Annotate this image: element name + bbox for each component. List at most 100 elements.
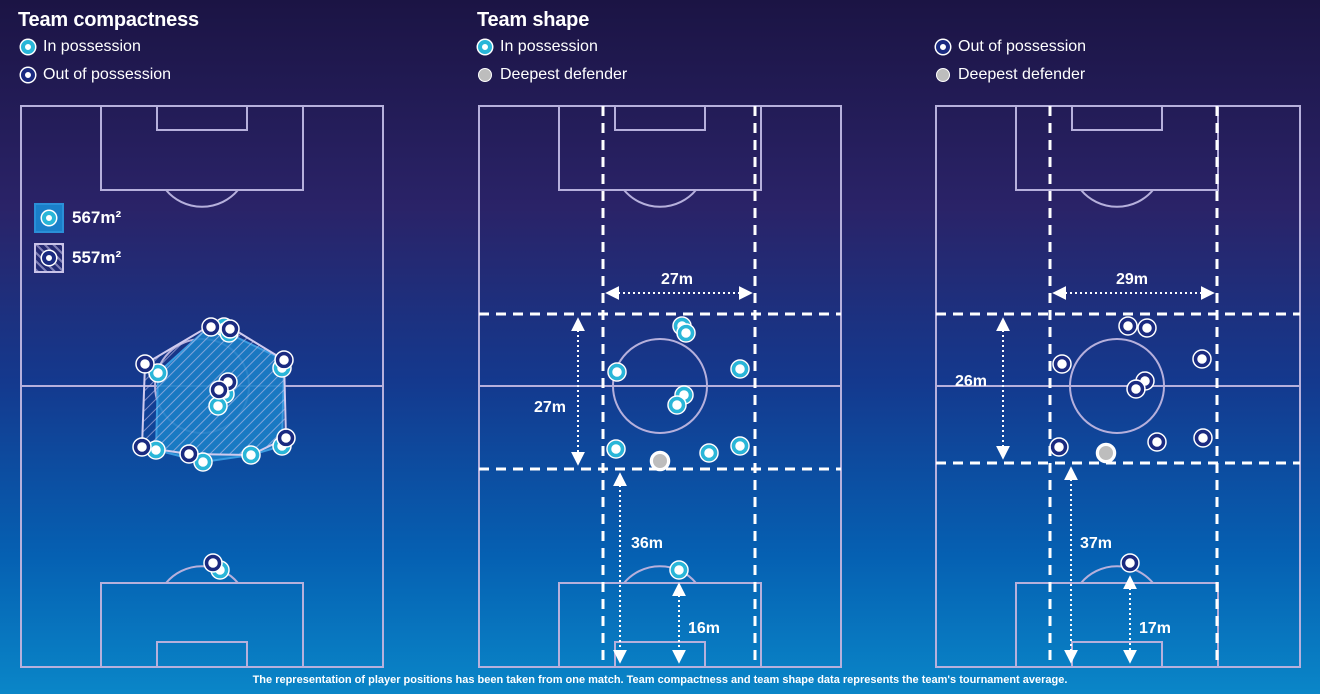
player-marker-outline xyxy=(209,380,229,400)
player-in-possession-marker xyxy=(194,453,212,471)
player-in-possession-marker xyxy=(670,561,688,579)
player-in-possession-marker xyxy=(677,324,695,342)
area-out-of-possession-swatch-icon xyxy=(34,243,64,273)
in-possession-dot-icon xyxy=(478,40,492,54)
player-out-of-possession-marker xyxy=(1138,319,1156,337)
legend-out-of-possession: Out of possession xyxy=(21,66,171,84)
player-marker-outline xyxy=(1147,432,1167,452)
legend-label: In possession xyxy=(500,38,598,55)
area-in-possession-swatch-icon xyxy=(34,203,64,233)
player-out-of-possession-marker xyxy=(136,355,154,373)
deepest-to-goal-label: 36m xyxy=(631,535,663,552)
player-marker-outline xyxy=(607,362,627,382)
player-marker-outline xyxy=(1118,316,1138,336)
player-marker-outline xyxy=(276,428,296,448)
player-marker-outline xyxy=(1137,318,1157,338)
deepest-defender-marker xyxy=(1097,444,1115,462)
player-in-possession-marker xyxy=(607,440,625,458)
legend-deepest-defender: Deepest defender xyxy=(936,66,1085,84)
player-marker-outline xyxy=(1052,354,1072,374)
pitch-shape-in-possession xyxy=(478,105,842,668)
player-in-possession-marker xyxy=(668,396,686,414)
area-out-of-possession: 557m² xyxy=(34,243,121,273)
depth-label: 27m xyxy=(534,399,566,416)
area-in-possession-value: 567m² xyxy=(72,208,122,227)
player-out-of-possession-marker xyxy=(1193,350,1211,368)
legend-deepest-defender: Deepest defender xyxy=(478,66,627,84)
legend-label: Deepest defender xyxy=(500,66,628,83)
player-marker-outline xyxy=(699,443,719,463)
shape-box-in xyxy=(479,106,841,667)
player-out-of-possession-marker xyxy=(1127,380,1145,398)
player-out-of-possession-marker xyxy=(1121,554,1139,572)
player-marker-outline xyxy=(132,437,152,457)
width-label: 27m xyxy=(661,271,693,288)
player-out-of-possession-marker xyxy=(210,381,228,399)
width-label: 29m xyxy=(1116,271,1148,288)
player-marker-outline xyxy=(606,439,626,459)
player-in-possession-marker xyxy=(731,360,749,378)
shape-title: Team shape xyxy=(477,9,590,31)
player-in-possession-marker xyxy=(242,446,260,464)
gk-to-goal-label: 17m xyxy=(1139,620,1171,637)
deepest-defender-dot-icon xyxy=(936,68,950,82)
in-possession-dot-icon xyxy=(21,40,35,54)
out-of-possession-dot-icon xyxy=(936,40,950,54)
player-out-of-possession-marker xyxy=(204,554,222,572)
area-in-possession: 567m² xyxy=(34,203,121,233)
player-out-of-possession-marker xyxy=(1119,317,1137,335)
player-marker-outline xyxy=(676,323,696,343)
compactness-title: Team compactness xyxy=(18,9,199,31)
footnote: The representation of player positions h… xyxy=(252,674,1068,686)
shape-box-out xyxy=(936,106,1300,667)
legend-label: Out of possession xyxy=(43,66,172,83)
player-out-of-possession-marker xyxy=(277,429,295,447)
player-marker-outline xyxy=(1193,428,1213,448)
player-marker-outline xyxy=(730,436,750,456)
player-in-possession-marker xyxy=(700,444,718,462)
deepest-to-goal-label: 37m xyxy=(1080,535,1112,552)
player-in-possession-marker xyxy=(209,397,227,415)
deepest-defender-dot-icon xyxy=(478,68,492,82)
area-out-of-possession-value: 557m² xyxy=(72,248,122,267)
player-out-of-possession-marker xyxy=(202,318,220,336)
player-marker-outline xyxy=(667,395,687,415)
player-marker-outline xyxy=(179,444,199,464)
player-out-of-possession-marker xyxy=(1050,438,1068,456)
player-marker-outline xyxy=(148,363,168,383)
player-markers xyxy=(132,316,1213,580)
legend-label: Out of possession xyxy=(958,38,1087,55)
player-marker-outline xyxy=(1049,437,1069,457)
player-marker-outline xyxy=(1192,349,1212,369)
legend-in-possession: In possession xyxy=(478,38,598,56)
player-out-of-possession-marker xyxy=(221,320,239,338)
player-marker-outline xyxy=(220,319,240,339)
player-out-of-possession-marker xyxy=(180,445,198,463)
legend-label: Deepest defender xyxy=(958,66,1086,83)
player-out-of-possession-marker xyxy=(133,438,151,456)
player-out-of-possession-marker xyxy=(1194,429,1212,447)
player-marker-outline xyxy=(1095,442,1117,464)
pitch-shape-out-of-possession xyxy=(935,105,1301,668)
player-marker-outline xyxy=(241,445,261,465)
player-marker-outline xyxy=(135,354,155,374)
gk-to-goal-label: 16m xyxy=(688,620,720,637)
player-marker-outline xyxy=(274,350,294,370)
player-out-of-possession-marker xyxy=(1148,433,1166,451)
player-marker-outline xyxy=(201,317,221,337)
player-marker-outline xyxy=(203,553,223,573)
out-of-possession-dot-icon xyxy=(21,68,35,82)
player-out-of-possession-marker xyxy=(1053,355,1071,373)
player-marker-outline xyxy=(1120,553,1140,573)
legend-out-of-possession: Out of possession xyxy=(936,38,1086,56)
player-marker-outline xyxy=(730,359,750,379)
player-marker-outline xyxy=(649,450,671,472)
legend-label: In possession xyxy=(43,38,141,55)
player-out-of-possession-marker xyxy=(275,351,293,369)
player-marker-outline xyxy=(1126,379,1146,399)
legend-in-possession: In possession xyxy=(21,38,141,56)
deepest-defender-marker xyxy=(651,452,669,470)
player-in-possession-marker xyxy=(608,363,626,381)
player-marker-outline xyxy=(669,560,689,580)
